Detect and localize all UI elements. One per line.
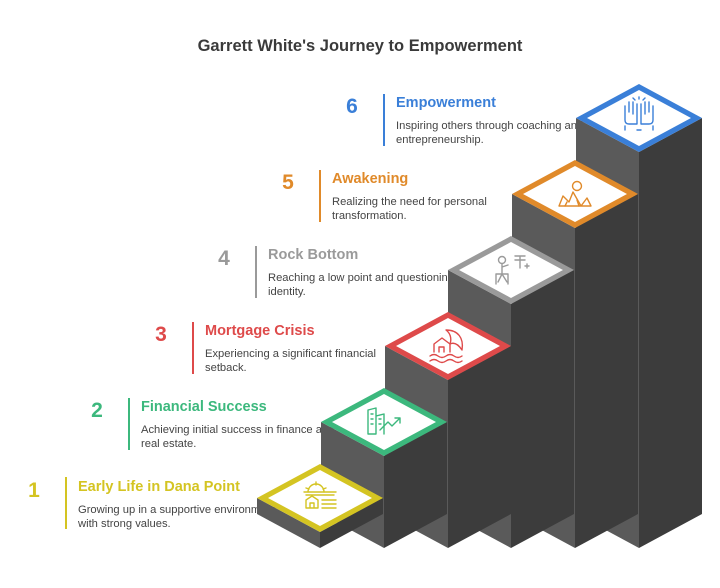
step-description: Reaching a low point and questioning ide… xyxy=(268,272,454,298)
staircase-treads xyxy=(257,84,702,532)
step-tread-4 xyxy=(448,236,574,304)
stair-left-face xyxy=(257,498,320,548)
step-description: Experiencing a significant financial set… xyxy=(205,348,377,374)
step-tread-3 xyxy=(385,312,511,380)
stair-right-face xyxy=(448,346,511,548)
step-description: Growing up in a supportive environment w… xyxy=(78,504,276,530)
step-number: 2 xyxy=(91,399,103,422)
step-accent-bar xyxy=(319,170,321,222)
step-tread-1 xyxy=(257,464,383,532)
growth-building-icon xyxy=(367,407,401,435)
step-heading: Financial Success xyxy=(141,399,267,415)
step-heading: Rock Bottom xyxy=(268,247,359,263)
diagram-title: Garrett White's Journey to Empowerment xyxy=(197,37,523,55)
step-tread-5 xyxy=(512,160,638,228)
sunrise-house-icon xyxy=(303,481,337,509)
step-description: Inspiring others through coaching and en… xyxy=(396,120,584,146)
staircase-body xyxy=(257,118,702,548)
tread-top xyxy=(268,470,372,526)
stair-right-face xyxy=(384,422,447,548)
step-number: 5 xyxy=(282,171,294,194)
step-number: 4 xyxy=(218,247,230,270)
step-accent-bar xyxy=(128,398,130,450)
flooded-house-icon xyxy=(429,329,464,364)
tread-top xyxy=(587,90,691,146)
high-five-icon xyxy=(624,96,654,131)
step-description: Achieving initial success in finance and… xyxy=(141,424,335,450)
step-accent-bar xyxy=(255,246,257,298)
step-tread-6 xyxy=(576,84,702,152)
step-tread-2 xyxy=(321,388,447,456)
step-number: 1 xyxy=(28,479,40,502)
step-number: 3 xyxy=(155,323,167,346)
step-accent-bar xyxy=(65,477,67,529)
step-heading: Early Life in Dana Point xyxy=(78,479,240,495)
step-number: 6 xyxy=(346,95,358,118)
step-heading: Awakening xyxy=(332,171,409,187)
step-heading: Empowerment xyxy=(396,95,496,111)
step-description: Realizing the need for personal transfor… xyxy=(332,196,487,222)
sunrise-mountain-icon xyxy=(558,180,592,207)
questioning-person-icon xyxy=(495,255,530,285)
tread-top xyxy=(523,166,627,222)
tread-top xyxy=(459,242,563,298)
stair-right-face xyxy=(639,118,702,548)
stair-right-face xyxy=(511,270,574,548)
step-accent-bar xyxy=(192,322,194,374)
tread-top xyxy=(396,318,500,374)
stair-right-face xyxy=(320,498,383,548)
stair-right-face xyxy=(575,194,638,548)
step-heading: Mortgage Crisis xyxy=(205,323,315,339)
step-accent-bar xyxy=(383,94,385,146)
